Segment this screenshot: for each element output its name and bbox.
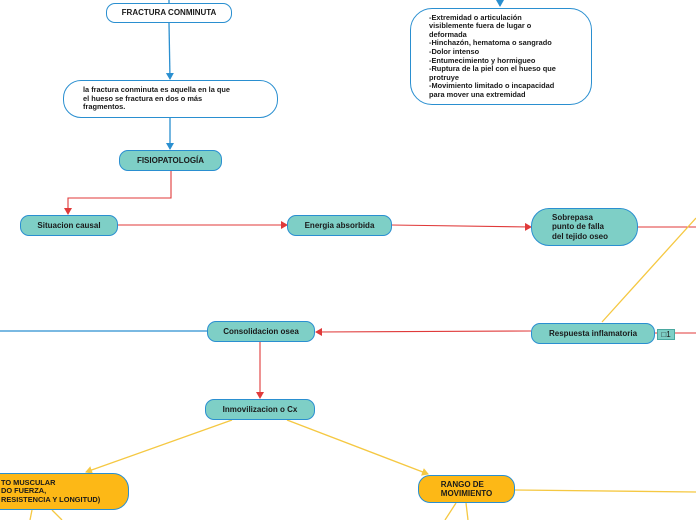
node-inmovilizacion[interactable]: Inmovilizacion o Cx [205,399,315,420]
node-definicion-label: la fractura conminuta es aquella en la q… [83,85,231,112]
node-energia-absorbida[interactable]: Energia absorbida [287,215,392,236]
node-sobrepasa[interactable]: Sobrepasa punto de falla del tejido oseo [531,208,638,246]
node-fisiopatologia[interactable]: FISIOPATOLOGÍA [119,150,222,171]
node-definicion[interactable]: la fractura conminuta es aquella en la q… [63,80,278,118]
comment-icon-glyph: □ [661,330,667,339]
node-respuesta-inflamatoria-label: Respuesta inflamatoria [548,328,638,338]
node-fractura-conminuta[interactable]: FRACTURA CONMINUTA [106,3,232,23]
edge-energia-sobrepasa [390,222,532,231]
node-sintomas[interactable]: -Extremidad o articulación visiblemente … [410,8,592,105]
node-fractura-conminuta-label: FRACTURA CONMINUTA [121,8,217,18]
node-fisiopatologia-label: FISIOPATOLOGÍA [136,155,205,165]
node-consolidacion-osea-label: Consolidacion osea [223,326,299,336]
node-rango-movimiento[interactable]: RANGO DE MOVIMIENTO [418,475,515,503]
edge-inmov-rango [286,419,429,476]
node-situacion-causal[interactable]: Situacion causal [20,215,118,236]
node-situacion-causal-label: Situacion causal [37,220,101,230]
edge-fractura-definicion [165,22,174,80]
node-energia-absorbida-label: Energia absorbida [304,220,375,230]
edge-respuesta-consolidacion [315,327,532,336]
node-sobrepasa-label: Sobrepasa punto de falla del tejido oseo [552,213,609,241]
comment-count: 1 [666,330,671,339]
node-respuesta-inflamatoria[interactable]: Respuesta inflamatoria [531,323,655,344]
edge-respuesta-up [601,217,696,323]
edge-muscular-down-b [51,509,63,520]
comment-icon[interactable]: □1 [657,329,675,340]
node-fortalecimiento-muscular[interactable]: TO MUSCULAR DO FUERZA, RESISTENCIA Y LON… [0,473,129,510]
edge-rango-down-b [465,502,469,520]
node-inmovilizacion-label: Inmovilizacion o Cx [222,404,298,414]
edge-fisiopatologia-situacion [64,171,172,215]
edge-inmov-muscular [85,419,233,474]
edge-rango-right [514,489,696,493]
node-consolidacion-osea[interactable]: Consolidacion osea [207,321,315,342]
edge-rango-down-a [444,502,457,520]
node-fortalecimiento-muscular-label: TO MUSCULAR DO FUERZA, RESISTENCIA Y LON… [1,477,101,504]
edge-muscular-down-a [29,509,33,520]
node-rango-movimiento-label: RANGO DE MOVIMIENTO [440,479,493,498]
node-sintomas-label: -Extremidad o articulación visiblemente … [429,12,556,99]
